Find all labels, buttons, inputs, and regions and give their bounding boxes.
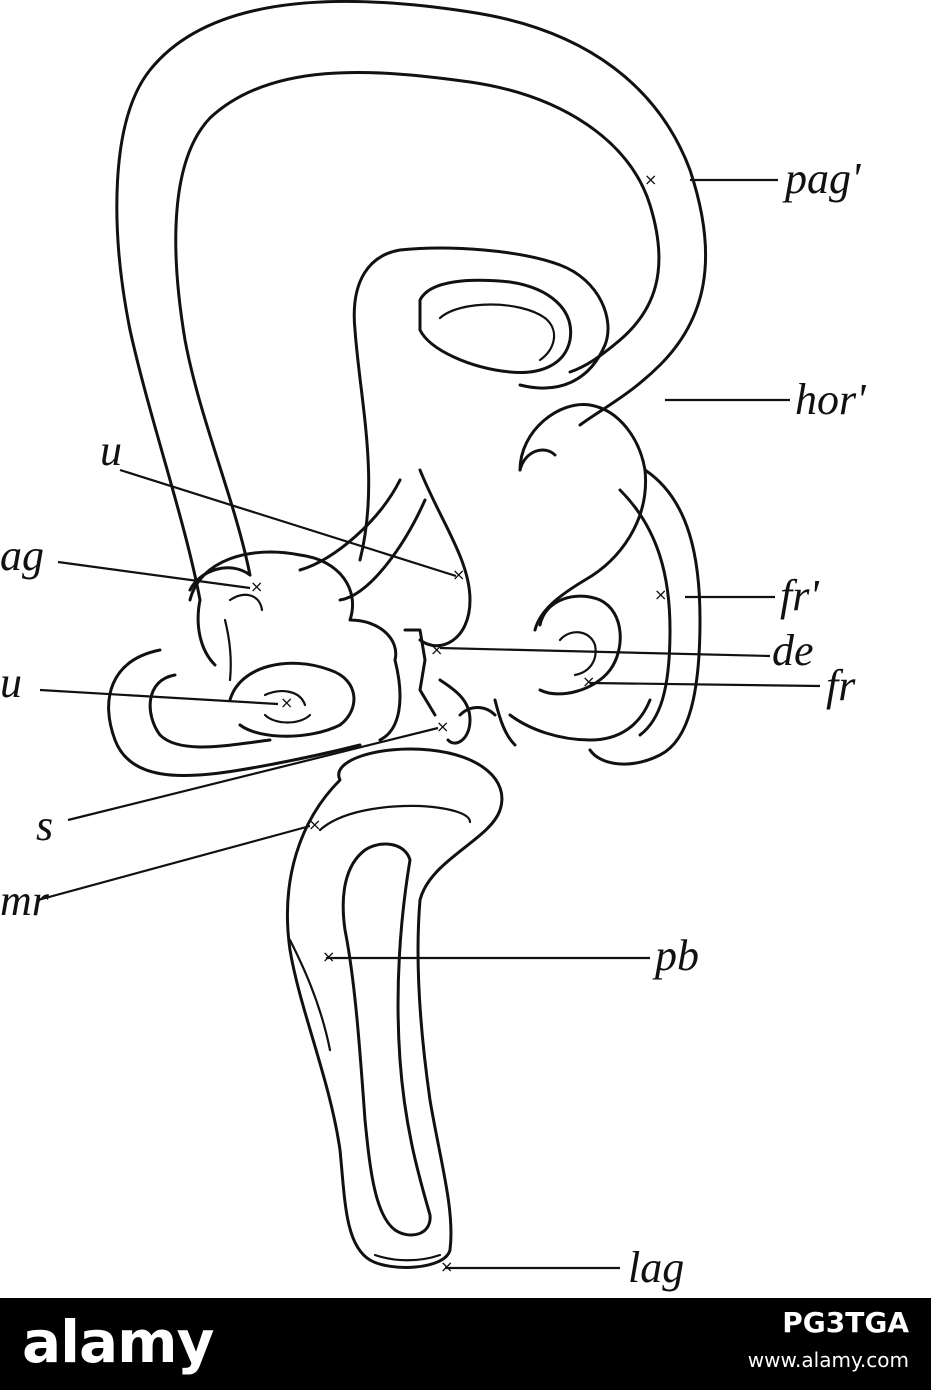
horizontal-canal bbox=[298, 246, 647, 602]
marker-ag: × bbox=[250, 577, 263, 596]
marker-s: × bbox=[436, 717, 449, 736]
leader-lines bbox=[37, 178, 821, 1270]
label-pag-prime: pag' bbox=[782, 154, 862, 203]
label-pb: pb bbox=[652, 931, 699, 980]
label-mr: mr bbox=[0, 876, 50, 925]
labels: pag' hor' u ag u fr' de fr s mr pb lag bbox=[0, 154, 867, 1292]
marker-pb: × bbox=[322, 947, 335, 966]
marker-pag-prime: × bbox=[644, 170, 657, 189]
label-u-left: u bbox=[0, 658, 22, 707]
marker-fr-prime: × bbox=[654, 585, 667, 604]
label-fr: fr bbox=[826, 661, 856, 710]
label-s: s bbox=[36, 801, 53, 850]
image-code: PG3TGA bbox=[782, 1306, 909, 1339]
utricle-body bbox=[188, 468, 648, 667]
alamy-logo: alamy bbox=[22, 1308, 214, 1376]
diagram-canvas: × × × × × × × × × × × pag' hor' u ag u f… bbox=[0, 0, 867, 1292]
label-fr-prime: fr' bbox=[780, 571, 820, 620]
marker-mr: × bbox=[308, 815, 321, 834]
label-de: de bbox=[772, 626, 814, 675]
posterior-canal-loop bbox=[115, 0, 708, 602]
ampulla-right bbox=[493, 468, 702, 766]
label-ag-left: ag bbox=[0, 531, 44, 580]
marker-u-upper: × bbox=[452, 565, 465, 584]
inner-ear-diagram: × × × × × × × × × × × pag' hor' u ag u f… bbox=[0, 0, 868, 1292]
ampulla-left bbox=[107, 550, 402, 778]
marker-de: × bbox=[430, 640, 443, 659]
marker-lag: × bbox=[440, 1257, 453, 1276]
marker-fr: × bbox=[582, 672, 595, 691]
label-lag: lag bbox=[628, 1243, 684, 1292]
watermark-banner: alamy PG3TGA www.alamy.com bbox=[0, 1298, 931, 1390]
endolymphatic-duct bbox=[403, 628, 497, 745]
label-hor-prime: hor' bbox=[795, 375, 867, 424]
point-markers: × × × × × × × × × × × bbox=[250, 170, 667, 1276]
label-u-upper: u bbox=[100, 426, 122, 475]
marker-u-left: × bbox=[280, 693, 293, 712]
site-url: www.alamy.com bbox=[747, 1348, 909, 1372]
